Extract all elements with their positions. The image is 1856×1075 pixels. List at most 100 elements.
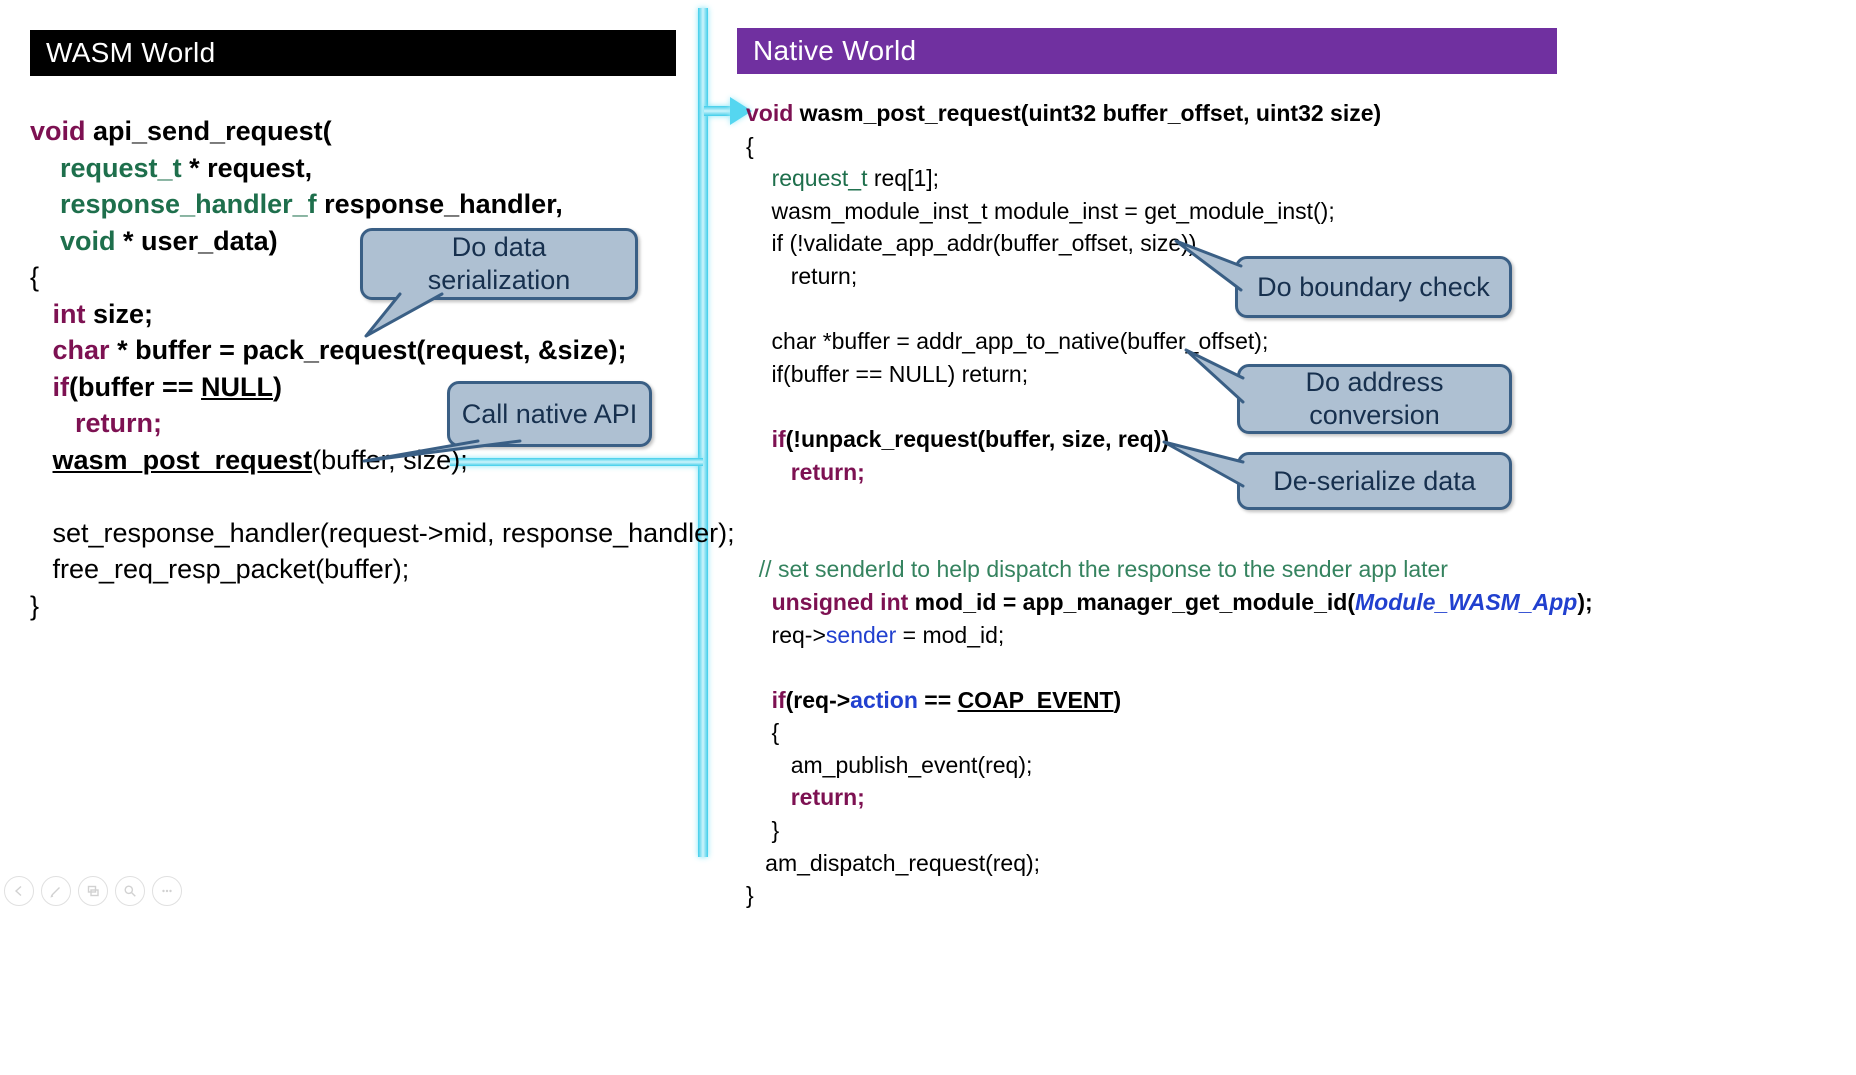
code-segment: );	[1577, 588, 1593, 615]
native-world-header: Native World	[737, 28, 1557, 74]
callout-do-boundary-check: Do boundary check	[1235, 256, 1512, 318]
callout-de-serialize-data: De-serialize data	[1237, 452, 1512, 510]
code-segment: (!unpack_request(buffer, size, req))	[785, 425, 1170, 452]
code-segment: return;	[75, 408, 163, 438]
code-segment: * user_data)	[115, 225, 278, 256]
callout-tail	[364, 292, 444, 338]
code-segment	[30, 408, 75, 438]
world-divider-line	[698, 8, 708, 857]
code-segment: request_t	[771, 165, 868, 192]
code-line: }	[746, 814, 1593, 847]
slideshow-controls	[4, 876, 182, 906]
code-segment	[30, 153, 60, 183]
code-line: if(buffer == NULL)	[30, 369, 735, 406]
code-segment: (buffer ==	[69, 371, 202, 402]
pen-tool-button[interactable]	[41, 876, 71, 906]
pen-icon	[50, 887, 60, 898]
code-line: req->sender = mod_id;	[746, 619, 1593, 652]
all-slides-button[interactable]	[78, 876, 108, 906]
call-flow-connector-line	[450, 458, 703, 466]
code-segment: request_t	[60, 152, 182, 183]
code-segment: }	[746, 882, 754, 909]
code-segment: wasm_module_inst_t module_inst = get_mod…	[746, 197, 1335, 224]
code-segment	[746, 784, 791, 810]
code-segment: set_response_handler(request->mid, respo…	[30, 517, 735, 548]
callout-text: Do data serialization	[427, 232, 571, 295]
callout-do-address-conversion: Do address conversion	[1237, 364, 1512, 434]
code-segment: am_dispatch_request(req);	[746, 849, 1041, 876]
code-segment: req[1];	[867, 165, 940, 192]
code-segment	[746, 426, 772, 452]
native-code-block: void wasm_post_request(uint32 buffer_off…	[746, 97, 1593, 912]
code-line: return;	[746, 456, 1593, 489]
code-segment: {	[746, 719, 780, 746]
wasm-world-header: WASM World	[30, 30, 676, 76]
code-segment: return;	[746, 262, 858, 289]
code-segment	[30, 299, 53, 329]
code-line: return;	[746, 781, 1593, 814]
code-segment	[30, 445, 53, 475]
callout-text: Do boundary check	[1257, 271, 1490, 302]
code-line: char *buffer = addr_app_to_native(buffer…	[746, 325, 1593, 358]
callout-text: Do address conversion	[1305, 367, 1444, 430]
callout-do-data-serialization: Do data serialization	[360, 228, 638, 300]
code-line: }	[746, 879, 1593, 912]
code-line: return;	[746, 260, 1593, 293]
code-line	[746, 651, 1593, 684]
wasm-world-title: WASM World	[46, 37, 216, 68]
code-segment: // set senderId to help dispatch the res…	[758, 556, 1448, 583]
code-line: // set senderId to help dispatch the res…	[746, 553, 1593, 586]
code-segment: return;	[790, 458, 865, 485]
code-line: {	[746, 716, 1593, 749]
code-line: free_req_resp_packet(buffer);	[30, 551, 735, 588]
code-segment: int	[52, 298, 86, 329]
call-flow-arrow-icon	[730, 97, 752, 125]
code-segment: {	[30, 262, 40, 292]
code-segment: char *buffer = addr_app_to_native(buffer…	[746, 328, 1269, 355]
code-segment: sender	[825, 621, 897, 648]
code-segment: return;	[790, 784, 865, 811]
code-segment: mod_id = app_manager_get_module_id(	[908, 588, 1355, 615]
code-segment: {	[746, 132, 754, 159]
chevron-left-icon	[14, 885, 22, 897]
code-segment	[746, 165, 772, 191]
wasm-code-block: void api_send_request( request_t * reque…	[30, 113, 735, 624]
code-line: request_t req[1];	[746, 162, 1593, 195]
call-flow-arrow-line	[704, 106, 732, 116]
code-segment: * request,	[181, 152, 313, 183]
code-segment: size;	[85, 298, 154, 329]
code-segment: wasm_post_request	[52, 444, 313, 475]
code-segment: if(buffer == NULL) return;	[746, 360, 1029, 387]
code-segment: api_send_request(	[85, 116, 332, 146]
code-line	[746, 521, 1593, 554]
code-segment: }	[746, 817, 780, 844]
code-line: {	[30, 259, 735, 296]
code-segment: (req->	[785, 686, 851, 713]
code-segment: if (!validate_app_addr(buffer_offset, si…	[746, 230, 1197, 257]
code-line: am_publish_event(req);	[746, 749, 1593, 782]
code-segment: unsigned int	[771, 588, 909, 615]
code-segment	[746, 687, 772, 713]
code-segment: void	[60, 225, 116, 256]
code-line: request_t * request,	[30, 150, 735, 187]
code-segment: if	[771, 425, 786, 452]
code-segment: )	[273, 371, 283, 402]
native-world-title: Native World	[753, 35, 917, 66]
callout-tail	[1162, 440, 1245, 488]
code-segment: void	[746, 100, 794, 126]
callout-tail	[362, 439, 522, 463]
callout-tail	[1184, 348, 1245, 404]
more-options-button[interactable]	[152, 876, 182, 906]
code-segment: = mod_id;	[896, 621, 1005, 648]
code-segment: response_handler,	[316, 189, 563, 219]
code-line: if(!unpack_request(buffer, size, req))	[746, 423, 1593, 456]
previous-slide-button[interactable]	[4, 876, 34, 906]
code-segment: Module_WASM_App	[1354, 588, 1578, 615]
slides-grid-icon	[87, 885, 99, 897]
zoom-button[interactable]	[115, 876, 145, 906]
code-segment	[30, 189, 60, 219]
code-line: void api_send_request(	[30, 113, 735, 150]
code-segment	[30, 226, 60, 256]
callout-call-native-api: Call native API	[447, 381, 652, 447]
